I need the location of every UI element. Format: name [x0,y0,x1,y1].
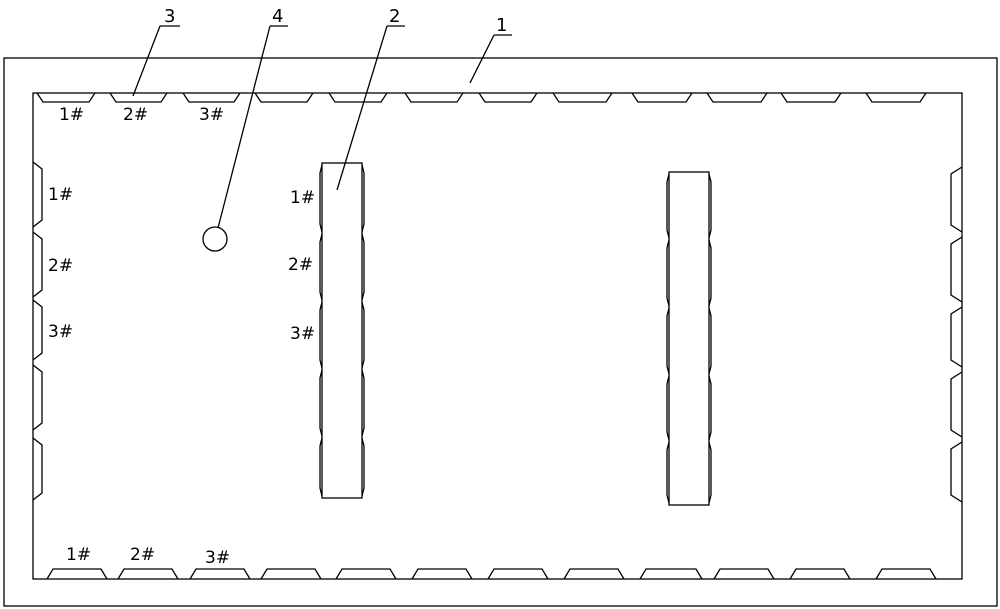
top-slot-7 [479,93,537,102]
top-slot-11 [781,93,841,102]
bottom-slot-12 [876,569,936,579]
top-slot-9 [632,93,692,102]
right-slot-5 [951,442,962,502]
bottom-slot-8 [564,569,624,579]
callout-4: 4 [272,6,283,27]
leader-line-1 [470,35,494,83]
callout-3: 3 [164,6,175,27]
top-slot-1 [37,93,95,102]
top-slot-label-2: 2# [123,105,148,125]
bottom-slot-10 [714,569,774,579]
callout-1: 1 [496,15,507,36]
top-slot-4 [255,93,313,102]
right-slot-4 [951,372,962,437]
top-slot-label-1: 1# [59,105,84,125]
left-slot-label-2: 2# [48,256,73,276]
right-slot-2 [951,237,962,302]
top-slot-label-3: 3# [199,105,224,125]
left-slot-1 [33,162,42,227]
bottom-slot-label-2: 2# [130,545,155,565]
top-slot-8 [553,93,612,102]
right-slot-1 [951,167,962,232]
column-slot-label-1: 1# [290,188,315,208]
bottom-slot-row [47,569,936,579]
leader-line-3 [133,26,160,96]
left-slot-3 [33,300,42,360]
bottom-slot-6 [412,569,472,579]
right-slot-3 [951,307,962,367]
left-slot-label-1: 1# [48,185,73,205]
top-slot-row [37,93,926,102]
bottom-slot-1 [47,569,107,579]
top-slot-10 [707,93,767,102]
left-slot-label-3: 3# [48,322,73,342]
bottom-slot-label-3: 3# [205,548,230,568]
bottom-slot-4 [261,569,321,579]
column-slot-label-2: 2# [288,255,313,275]
part-4-circle [203,227,227,251]
left-slot-4 [33,365,42,430]
center-column-right [667,172,711,505]
top-slot-12 [866,93,926,102]
top-slot-5 [329,93,387,102]
bottom-slot-3 [190,569,250,579]
center-column-left [320,163,364,498]
column-slot-label-3: 3# [290,324,315,344]
left-slot-5 [33,438,42,500]
left-slot-2 [33,232,42,297]
bottom-slot-5 [336,569,396,579]
outer-frame [4,58,997,606]
leader-line-4 [218,26,270,228]
top-slot-6 [405,93,463,102]
bottom-slot-7 [488,569,548,579]
left-column-core [322,163,362,498]
right-slot-column [951,167,962,502]
bottom-slot-9 [640,569,702,579]
left-slot-column [33,162,42,500]
bottom-slot-11 [790,569,850,579]
bottom-slot-label-1: 1# [66,545,91,565]
bottom-slot-2 [118,569,178,579]
top-slot-2 [110,93,167,102]
callout-2: 2 [389,6,400,27]
right-column-core [669,172,709,505]
inner-frame [33,93,962,579]
top-slot-3 [183,93,240,102]
